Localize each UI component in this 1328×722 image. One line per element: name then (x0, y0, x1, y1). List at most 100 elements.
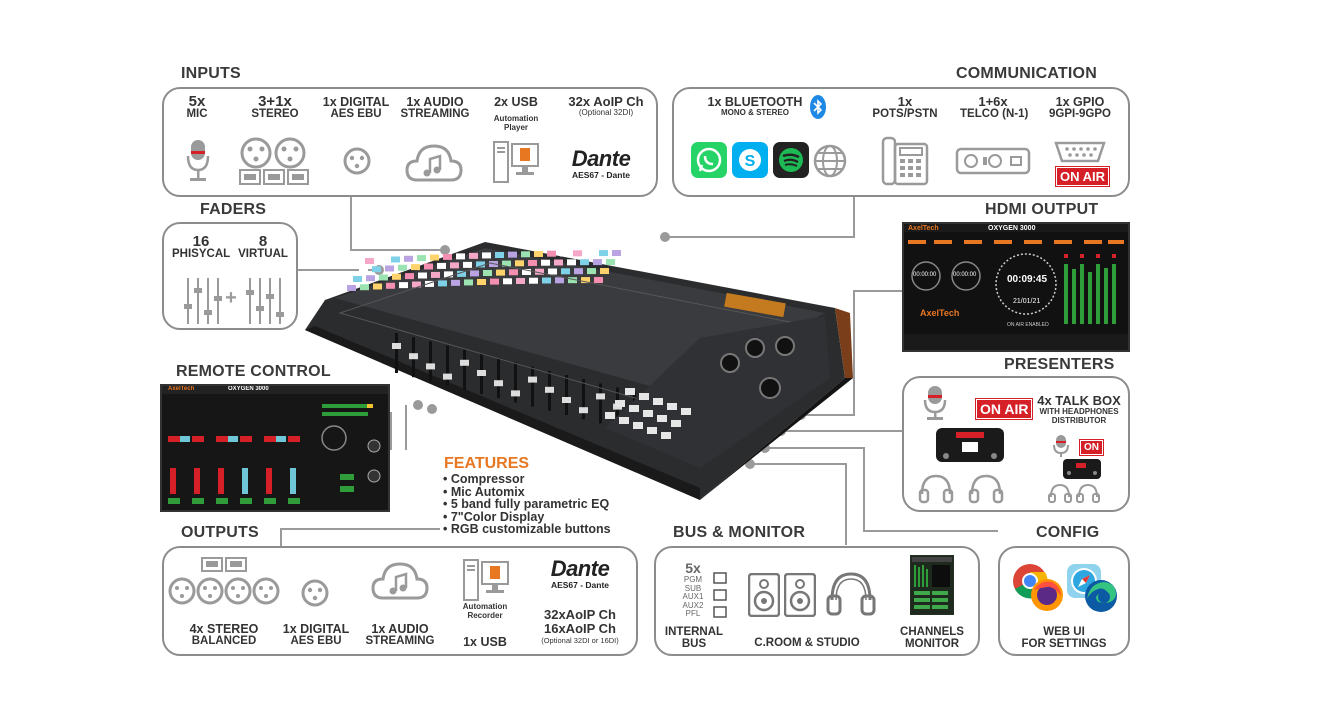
xlr-connector-icon (300, 578, 330, 608)
console-button (516, 277, 525, 284)
console-button (365, 258, 374, 264)
input-mic: 5x MIC (186, 93, 208, 120)
console-fader-track (599, 383, 602, 424)
feature-item: 7"Color Display (443, 510, 611, 524)
console-button (600, 268, 609, 275)
connector-dot (413, 400, 423, 410)
console-button (405, 273, 414, 280)
config-title: CONFIG (1036, 524, 1100, 541)
hdmi-brand: AxelTech (908, 225, 939, 232)
console-button (515, 260, 524, 267)
console-button (360, 284, 369, 291)
console-button (417, 255, 426, 262)
features-list: Compressor Mic Automix 5 band fully para… (443, 473, 611, 536)
faders-title: FADERS (200, 201, 267, 218)
console-button (586, 250, 595, 257)
console-button (568, 277, 577, 284)
channels-monitor-screen (910, 555, 954, 615)
bluetooth-icon (810, 95, 826, 119)
console-button (495, 252, 504, 258)
console-button (594, 277, 603, 284)
console-button (521, 251, 530, 258)
console-button (496, 269, 505, 276)
console-fader-track (446, 345, 449, 386)
console-button (418, 272, 427, 279)
console-fader-track (582, 379, 585, 420)
console-button (508, 251, 517, 258)
remote-control-screen: AxelTech OXYGEN 3000 (160, 384, 390, 512)
console-button (366, 275, 375, 282)
console-fader-knob (511, 390, 520, 397)
bus-boxes-icon (713, 572, 727, 618)
cloud-music-icon (405, 140, 463, 184)
console-fader-track (565, 375, 568, 415)
console-button (476, 261, 485, 268)
console-button (463, 261, 472, 268)
console-button (469, 252, 478, 259)
dante-logo: Dante AES67 - Dante (571, 146, 631, 181)
console-button (373, 283, 382, 290)
console-button (483, 270, 492, 276)
console-fader-knob (477, 370, 486, 376)
feature-item: Mic Automix (443, 485, 611, 499)
console-button (379, 274, 388, 281)
hdmi-logo: AxelTech (920, 308, 960, 318)
console-button (385, 265, 394, 272)
console-button (456, 253, 465, 260)
connector-dot (427, 404, 437, 414)
console-button (587, 268, 596, 275)
console-button (470, 270, 479, 277)
whatsapp-icon (691, 142, 727, 178)
communication-title: COMMUNICATION (956, 65, 1097, 82)
console-button (606, 259, 615, 266)
console-button (529, 277, 538, 284)
console-button (477, 279, 486, 285)
svg-text:S: S (745, 153, 756, 170)
xlr-rj45-connectors-icon (238, 136, 310, 186)
connector-dot (440, 245, 450, 255)
bus-internal: INTERNAL BUS (664, 626, 724, 650)
console-button (444, 271, 453, 278)
console-button (522, 268, 531, 275)
comm-gpio: 1x GPIO 9GPI-9GPO (1049, 95, 1111, 120)
connector-dot (660, 232, 670, 242)
faders-panel (162, 222, 298, 330)
bus-monitor-title: BUS & MONITOR (673, 524, 806, 541)
bus-channels-monitor: CHANNELS MONITOR (900, 626, 964, 650)
output-streaming: 1x AUDIO STREAMING (365, 622, 435, 647)
cloud-music-icon (371, 558, 429, 602)
console-button (490, 278, 499, 285)
console-button (573, 250, 582, 257)
console-button (612, 250, 621, 257)
remote-control-title: REMOTE CONTROL (176, 363, 331, 380)
console-fader-knob (460, 359, 469, 366)
input-usb: 2x USB Automation Player (493, 95, 539, 132)
output-usb-recorder: Automation Recorder (462, 602, 508, 620)
console-button (561, 268, 570, 275)
hdmi-timer: 00:00:00 (913, 272, 937, 278)
console-button (386, 282, 395, 289)
on-air-sign: ON AIR (974, 398, 1034, 420)
console-button (451, 279, 460, 286)
console-fader-knob (562, 397, 571, 403)
comm-telco: 1+6x TELCO (N-1) (960, 94, 1029, 120)
edge-icon (1084, 579, 1118, 613)
on-sign: ON (1079, 439, 1104, 456)
output-usb: 1x USB (463, 635, 507, 649)
console-button (430, 254, 439, 261)
faders-physical: 16 PHISYCAL (172, 233, 231, 260)
feature-item: Compressor (443, 473, 611, 486)
input-aoip: 32x AoIP Ch (Optional 32DI) (568, 94, 644, 117)
console-fader-knob (426, 363, 435, 370)
comm-bluetooth: 1x BLUETOOTH MONO & STEREO (707, 95, 803, 117)
firefox-icon (1030, 578, 1064, 612)
console-fader-knob (545, 386, 554, 393)
headphones-icon (918, 472, 954, 504)
fader-icon (244, 276, 284, 326)
console-button (503, 278, 512, 285)
console-button (534, 250, 543, 257)
console-button (502, 260, 511, 267)
console-button (431, 271, 440, 278)
console-button (398, 264, 407, 271)
console-fader-track (429, 341, 432, 382)
